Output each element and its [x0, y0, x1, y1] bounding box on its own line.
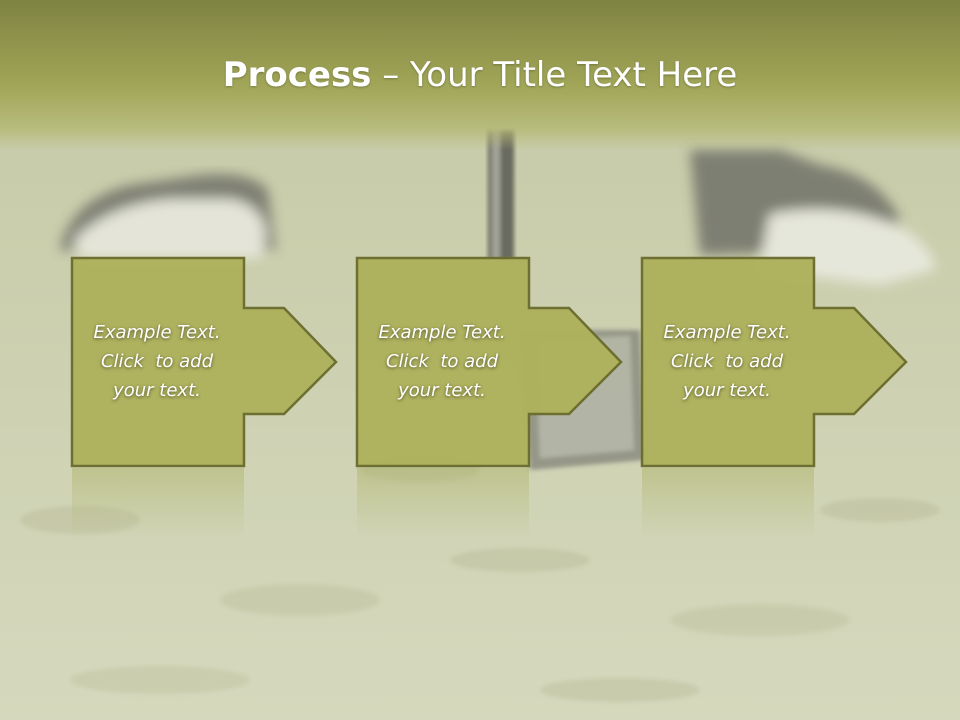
step-3-line-3: your text.: [683, 379, 771, 401]
step-2-line-2: Click to add: [385, 350, 498, 372]
slide-title[interactable]: Process – Your Title Text Here: [0, 52, 960, 98]
step-1-line-1: Example Text.: [93, 321, 221, 343]
title-rest: – Your Title Text Here: [371, 55, 738, 95]
process-step-3-shape: [640, 256, 908, 468]
step-1-line-3: your text.: [113, 379, 201, 401]
process-step-2-shape: [355, 256, 623, 468]
step-1-reflection: [72, 468, 244, 538]
step-3-line-1: Example Text.: [663, 321, 791, 343]
step-1-line-2: Click to add: [100, 350, 213, 372]
process-step-2-text[interactable]: Example Text. Click to add your text.: [357, 256, 527, 466]
step-2-line-3: your text.: [398, 379, 486, 401]
process-step-1-shape: [70, 256, 338, 468]
step-3-reflection: [642, 468, 814, 538]
title-band: [0, 0, 960, 150]
process-step-3-text[interactable]: Example Text. Click to add your text.: [642, 256, 812, 466]
step-2-reflection: [357, 468, 529, 538]
step-2-line-1: Example Text.: [378, 321, 506, 343]
process-step-1-text[interactable]: Example Text. Click to add your text.: [72, 256, 242, 466]
title-bold: Process: [222, 55, 372, 95]
step-3-line-2: Click to add: [670, 350, 783, 372]
